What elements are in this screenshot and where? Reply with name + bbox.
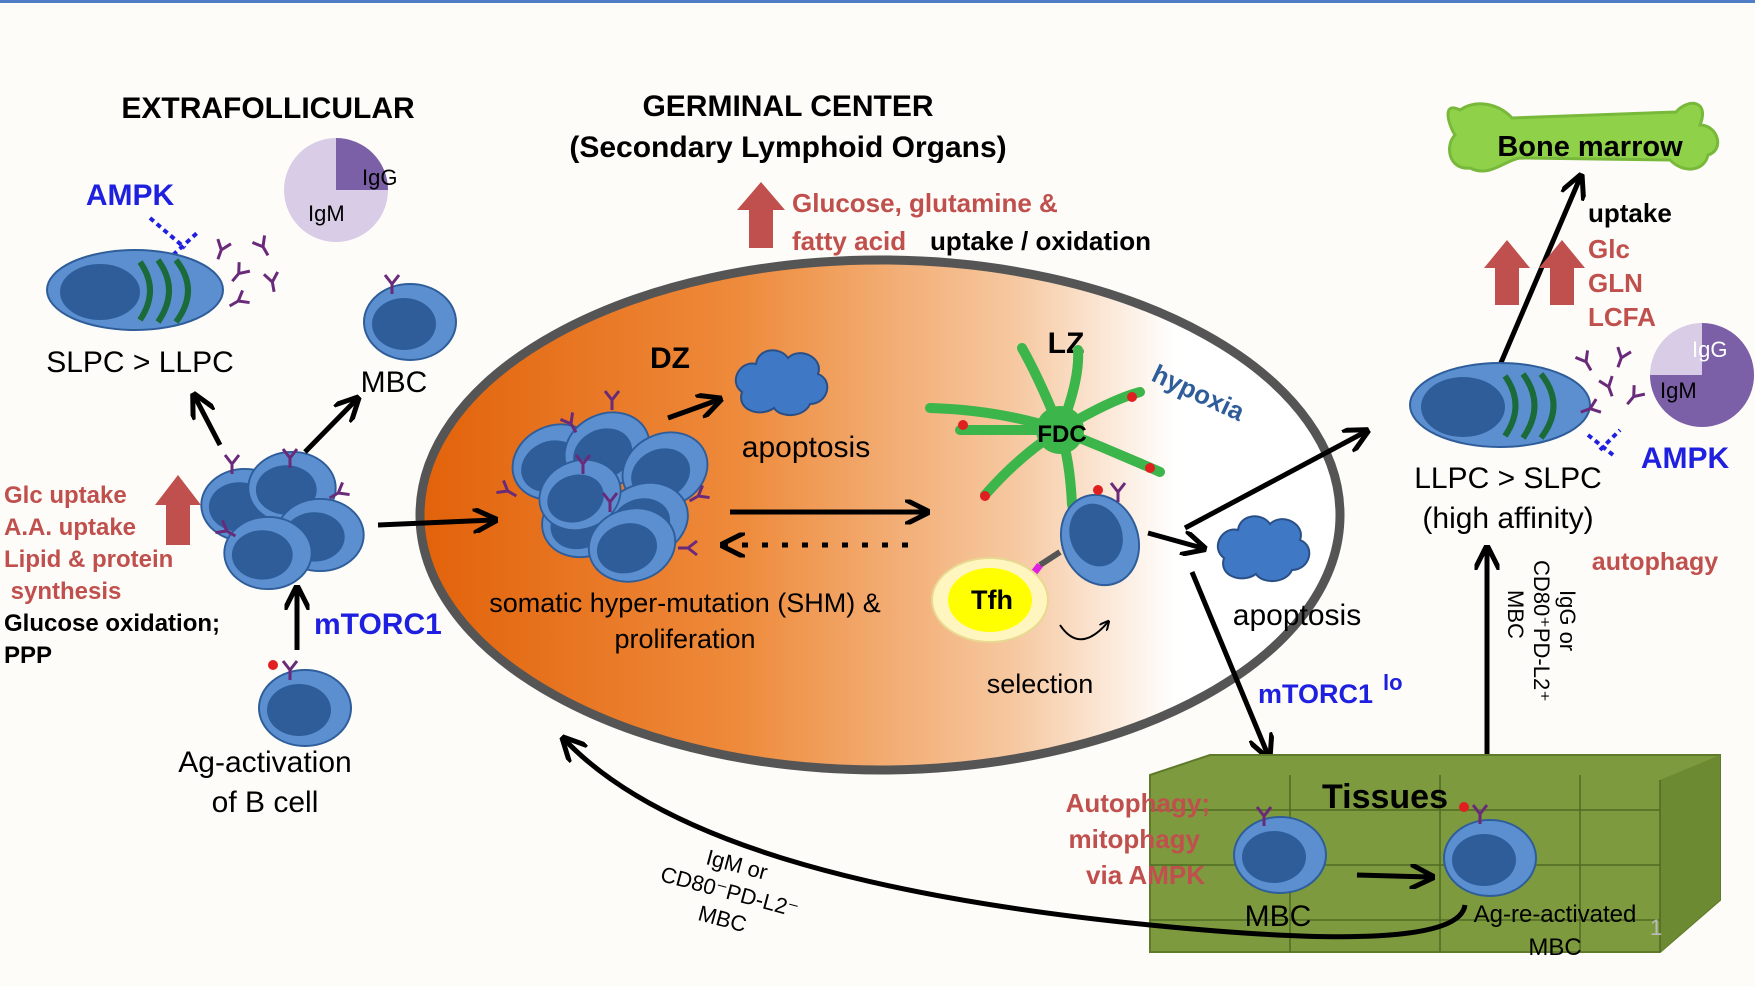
up-arrow-gc	[737, 182, 785, 248]
glc-uptake-label: Glc uptake	[4, 482, 127, 509]
arrow-to-slpc	[195, 397, 223, 447]
shm-line2: proliferation	[614, 624, 755, 654]
shm-line1: somatic hyper-mutation (SHM) &	[489, 588, 881, 618]
ampk-inhibition-left	[148, 216, 187, 250]
pie-right-igm: IgM	[1660, 378, 1697, 403]
autophagy-line3: via AMPK	[1086, 860, 1205, 890]
slpc-llpc-label: SLPC > LLPC	[46, 346, 234, 379]
tissue-autophagy-label: Autophagy; mitophagy via AMPK	[1066, 788, 1210, 890]
aa-uptake-label: A.A. uptake	[4, 514, 136, 541]
mtorc1-label-left: mTORC1	[314, 608, 442, 641]
up-arrow-right-1	[1484, 240, 1530, 305]
ppp-label: PPP	[4, 642, 52, 669]
tissue-mbc-label: MBC	[1245, 900, 1312, 933]
germinal-center-title: GERMINAL CENTER	[642, 90, 933, 123]
glc-label-right: Glc	[1588, 234, 1630, 264]
dz-label: DZ	[650, 342, 690, 375]
ampk-label-right: AMPK	[1641, 442, 1730, 475]
lz-b-cell	[1047, 481, 1153, 598]
ag-activation-line1: Ag-activation	[178, 746, 351, 779]
extrafollicular-title: EXTRAFOLLICULAR	[121, 92, 415, 125]
autophagy-line1: Autophagy;	[1066, 788, 1210, 818]
arrow-to-bone-marrow	[1497, 178, 1580, 366]
gc-uptake-oxidation: uptake / oxidation	[930, 226, 1151, 256]
bone-marrow-label: Bone marrow	[1497, 131, 1683, 163]
mtorc1-lo-base: mTORC1	[1258, 679, 1373, 709]
llpc-slpc-label: LLPC > SLPC	[1414, 462, 1602, 495]
selection-curl-arrow	[1059, 622, 1108, 641]
apoptosis-label-dz: apoptosis	[742, 431, 870, 464]
arrow-dz-apoptosis	[667, 400, 718, 421]
tissues-label: Tissues	[1322, 778, 1448, 816]
autophagy-line2: mitophagy	[1069, 824, 1201, 854]
up-arrow-left	[155, 475, 201, 545]
pie-left-igm: IgM	[308, 201, 345, 226]
lcfa-label-right: LCFA	[1588, 302, 1656, 332]
igg-igm-pie-right: IgG IgM	[1650, 323, 1754, 427]
gc-nutrients-line2: fatty acid	[792, 226, 906, 256]
tissues-block	[1149, 754, 1721, 953]
tfh-label: Tfh	[971, 585, 1013, 615]
arrow-mbc-reactivation	[1356, 875, 1430, 877]
fdc-label: FDC	[1037, 421, 1086, 448]
plasma-cell-right	[1409, 362, 1591, 448]
fdc-cell	[925, 343, 1165, 510]
arrow-to-llpc	[1183, 432, 1365, 531]
arrow-to-tissues	[1189, 571, 1268, 755]
gc-nutrients-line1: Glucose, glutamine &	[792, 188, 1058, 218]
tfh-cell	[931, 557, 1049, 643]
igg-mbc-line3: MBC	[1503, 590, 1528, 639]
apoptosis-label-lz: apoptosis	[1233, 599, 1361, 632]
autophagy-label-right: autophagy	[1592, 548, 1718, 576]
igg-mbc-label: IgG or CD80⁺PD-L2⁺ MBC	[1503, 560, 1580, 702]
bone-marrow-shape	[1446, 101, 1720, 173]
uptake-label-right: uptake	[1588, 198, 1672, 228]
reactivated-mbc-cell	[1443, 802, 1537, 897]
arrow-to-mbc	[303, 400, 356, 454]
up-arrow-right-2	[1539, 240, 1585, 305]
pie-left-igg: IgG	[362, 165, 397, 190]
gln-label-right: GLN	[1588, 268, 1643, 298]
arrow-lz-apoptosis	[1147, 530, 1202, 548]
bcr-tfh-contact	[1038, 549, 1062, 568]
arrow-tissue-to-gc	[565, 740, 1468, 940]
germinal-center-subtitle: (Secondary Lymphoid Organs)	[569, 131, 1006, 164]
ag-activation-line2: of B cell	[212, 786, 319, 819]
mtorc1-lo-label: mTORC1 lo	[1258, 670, 1403, 709]
page-number: 1	[1650, 915, 1662, 940]
igg-mbc-line1: IgG or	[1555, 590, 1580, 651]
reactivated-line2: MBC	[1528, 934, 1581, 961]
lipid-protein-label: Lipid & protein	[4, 546, 173, 573]
top-border	[0, 0, 1755, 3]
plasma-cell-left	[46, 249, 224, 331]
arrow-to-gc	[377, 520, 493, 525]
metabolism-up-left: Glc uptake A.A. uptake Lipid & protein s…	[4, 475, 201, 605]
mtorc1-lo-sup: lo	[1383, 670, 1403, 695]
ampk-label-left: AMPK	[86, 179, 175, 212]
naive-b-cell	[258, 659, 352, 747]
glucose-oxidation-label: Glucose oxidation;	[4, 610, 220, 637]
pie-right-igg: IgG	[1692, 337, 1727, 362]
reactivated-line1: Ag-re-activated	[1474, 901, 1637, 928]
igg-mbc-line2: CD80⁺PD-L2⁺	[1529, 560, 1554, 702]
synthesis-label: synthesis	[4, 578, 121, 605]
germinal-center-ellipse	[415, 255, 1345, 775]
high-affinity-label: (high affinity)	[1422, 502, 1593, 535]
igg-igm-pie-left: IgG IgM	[284, 138, 397, 242]
mbc-label-left: MBC	[361, 366, 428, 399]
selection-label: selection	[987, 669, 1094, 699]
